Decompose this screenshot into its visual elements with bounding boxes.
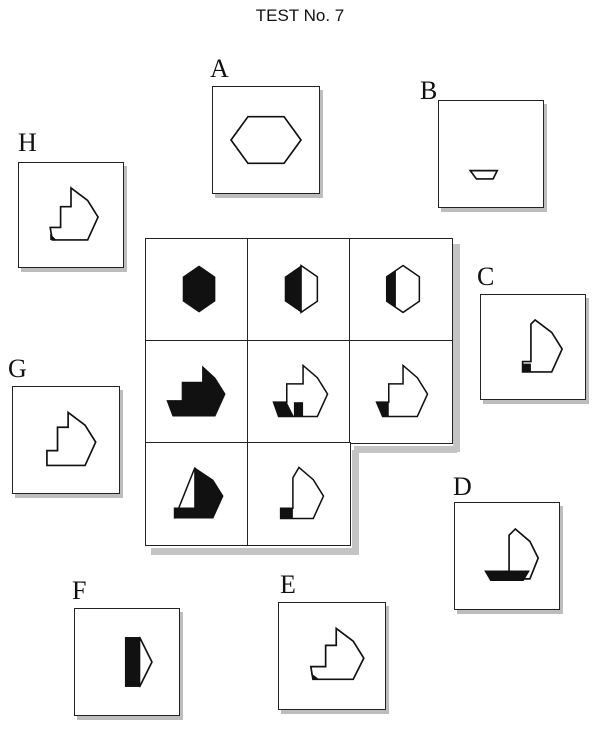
option-f-card[interactable] bbox=[74, 608, 180, 716]
option-d-card[interactable] bbox=[454, 502, 560, 610]
option-c-label: C bbox=[477, 262, 495, 291]
option-h-card[interactable] bbox=[18, 162, 124, 268]
shape-with-black-corner-icon bbox=[309, 626, 365, 681]
shape-with-triangle-icon bbox=[49, 186, 99, 241]
shape-outline-icon bbox=[46, 410, 97, 467]
hexagon-left-black-icon bbox=[385, 264, 421, 314]
shape-lower-left-triangle-icon bbox=[375, 363, 429, 418]
shape-with-small-square-icon bbox=[521, 318, 564, 373]
option-d-label: D bbox=[453, 472, 472, 501]
option-a-card[interactable] bbox=[212, 86, 320, 194]
shape-black-bar-icon bbox=[173, 467, 224, 519]
option-g-label: G bbox=[8, 354, 27, 383]
half-black-hexagon-icon bbox=[284, 264, 319, 314]
matrix-cell-1-3 bbox=[349, 238, 453, 342]
shape-with-black-bottom-icon bbox=[484, 527, 540, 581]
matrix-cell-1-1 bbox=[145, 238, 249, 342]
matrix-cell-3-1 bbox=[145, 442, 249, 546]
option-e-card[interactable] bbox=[278, 602, 386, 710]
matrix-cell-2-2 bbox=[247, 340, 351, 444]
page-title: TEST No. 7 bbox=[255, 6, 345, 25]
option-b-label: B bbox=[420, 76, 438, 105]
puzzle-matrix bbox=[145, 238, 460, 556]
hexagon-outline-icon bbox=[229, 115, 303, 165]
matrix-cell-3-2 bbox=[247, 442, 351, 546]
matrix-cell-1-2 bbox=[247, 238, 351, 342]
option-e-label: E bbox=[280, 570, 296, 599]
black-shape-icon bbox=[166, 365, 226, 417]
option-h-label: H bbox=[18, 128, 37, 157]
option-a-label: A bbox=[210, 54, 229, 83]
option-g-card[interactable] bbox=[12, 386, 120, 494]
black-bar-half-hexagon-icon bbox=[124, 636, 153, 688]
black-hexagon-icon bbox=[182, 265, 216, 313]
trapezoid-icon bbox=[468, 169, 499, 180]
option-c-card[interactable] bbox=[480, 294, 586, 400]
option-f-label: F bbox=[72, 576, 87, 605]
matrix-cell-2-3 bbox=[349, 340, 453, 444]
shape-lower-left-black-icon bbox=[272, 363, 329, 418]
option-b-card[interactable] bbox=[438, 100, 544, 208]
matrix-cell-2-1 bbox=[145, 340, 249, 444]
shape-bottom-left-black-icon bbox=[279, 466, 325, 520]
